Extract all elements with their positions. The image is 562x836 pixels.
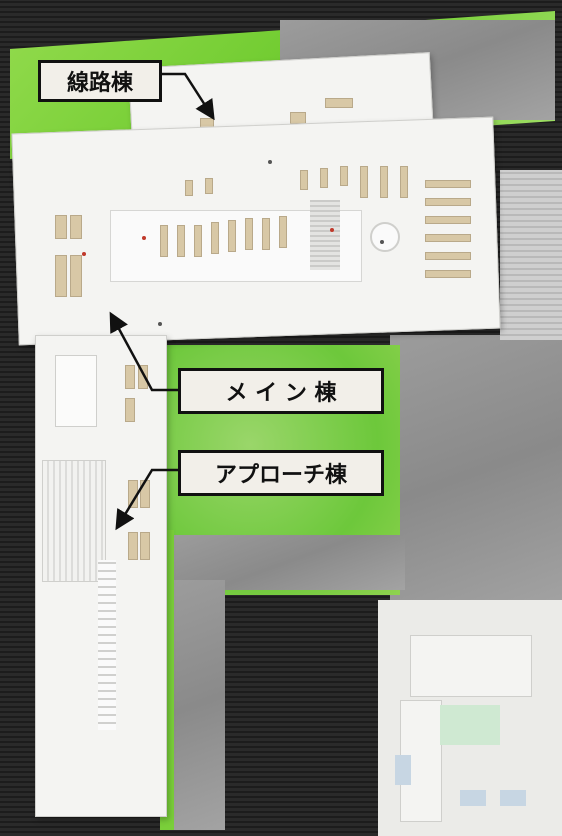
main-bench — [205, 178, 213, 194]
right-asphalt — [390, 335, 562, 610]
approach-bench — [138, 365, 148, 389]
person-figure — [142, 236, 146, 240]
person-figure — [158, 322, 162, 326]
bottom-right-car-3 — [500, 790, 526, 806]
label-approach-building: アプローチ棟 — [178, 450, 384, 496]
main-bench — [70, 215, 82, 239]
main-bench — [185, 180, 193, 196]
main-bench — [400, 166, 408, 198]
main-bench — [177, 225, 185, 257]
person-figure — [330, 228, 334, 232]
arrow-to-main-building-icon — [109, 311, 178, 392]
person-figure — [268, 160, 272, 164]
arrow-to-approach-building-icon — [115, 468, 178, 531]
main-bench — [211, 222, 219, 254]
approach-bench — [125, 398, 135, 422]
person-figure — [380, 240, 384, 244]
bottom-right-green-patch — [440, 705, 500, 745]
road-vertical — [170, 580, 225, 830]
label-line-building: 線路棟 — [38, 60, 162, 102]
main-bench — [70, 255, 82, 297]
main-bench — [194, 225, 202, 257]
label-main-building: メ イ ン 棟 — [178, 368, 384, 414]
main-bench — [320, 168, 328, 188]
main-bench — [300, 170, 308, 190]
main-bench — [425, 198, 471, 206]
main-bench — [425, 216, 471, 224]
approach-bench — [125, 365, 135, 389]
approach-building-room — [55, 355, 97, 427]
main-bench — [340, 166, 348, 186]
person-figure — [82, 252, 86, 256]
main-bench — [425, 270, 471, 278]
bottom-right-car-1 — [395, 755, 411, 785]
main-bench — [360, 166, 368, 198]
main-bench — [55, 255, 67, 297]
approach-bench — [128, 532, 138, 560]
main-building-round-table — [370, 222, 400, 252]
main-bench — [279, 216, 287, 248]
main-building-central-stair — [310, 200, 340, 270]
arrow-to-line-building-icon — [160, 72, 215, 121]
main-bench — [228, 220, 236, 252]
main-bench — [262, 218, 270, 250]
main-bench — [380, 166, 388, 198]
main-bench — [55, 215, 67, 239]
bottom-right-building-a — [410, 635, 532, 697]
bottom-right-car-2 — [460, 790, 486, 806]
main-bench — [160, 225, 168, 257]
approach-building-roof — [42, 460, 106, 582]
approach-bench — [140, 532, 150, 560]
line-building-bench — [325, 98, 353, 108]
main-bench — [425, 234, 471, 242]
main-bench — [425, 180, 471, 188]
main-bench — [425, 252, 471, 260]
right-stairs — [500, 170, 562, 340]
approach-building-column-row — [98, 560, 116, 730]
main-bench — [245, 218, 253, 250]
